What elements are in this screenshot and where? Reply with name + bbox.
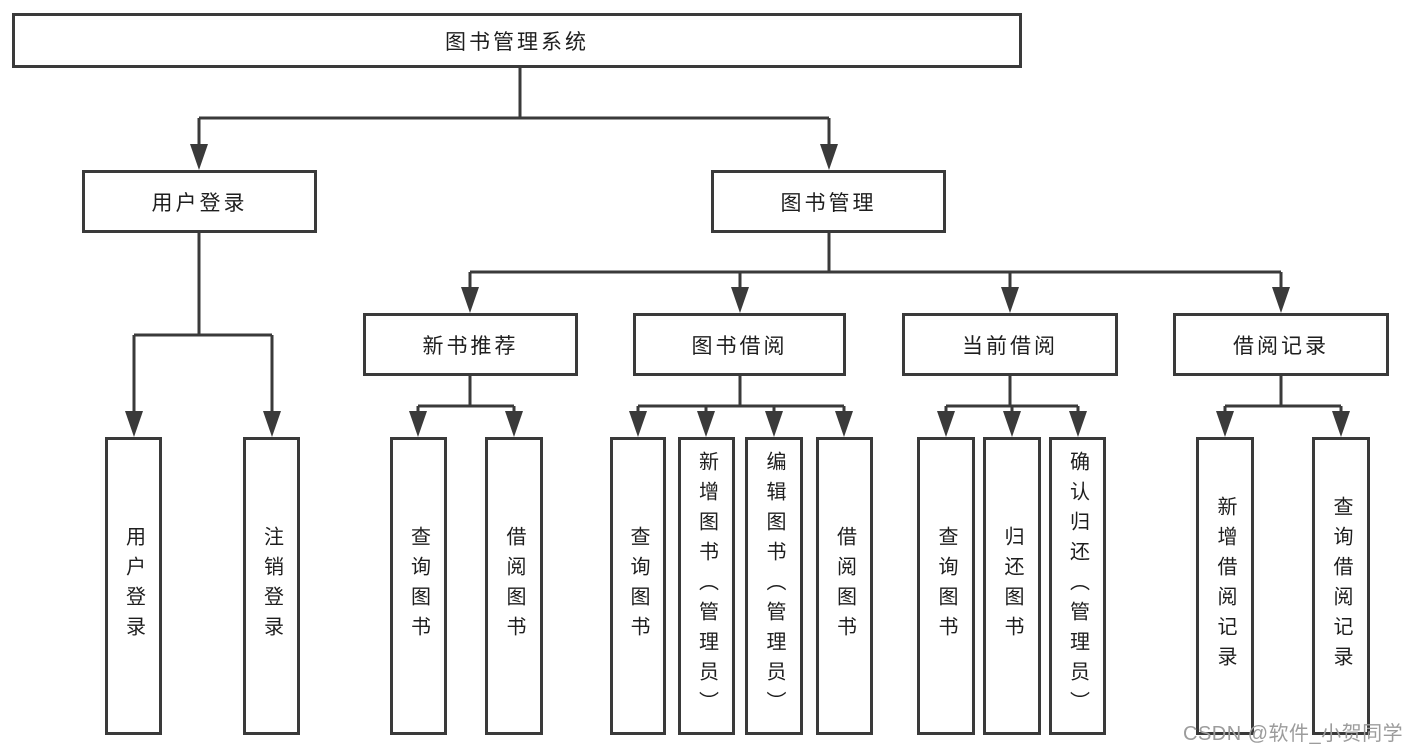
leaf-user-login: 用户登录 (105, 437, 162, 735)
leaf-add-book-admin: 新增图书（管理员） (678, 437, 735, 735)
leaf-query-borrow-record: 查询借阅记录 (1312, 437, 1370, 735)
leaf-edit-book-admin: 编辑图书（管理员） (745, 437, 803, 735)
leaf-borrow-books-1: 借阅图书 (485, 437, 543, 735)
leaf-borrow-books-2: 借阅图书 (816, 437, 873, 735)
node-root: 图书管理系统 (12, 13, 1022, 68)
leaf-logout: 注销登录 (243, 437, 300, 735)
leaf-query-books-1: 查询图书 (390, 437, 447, 735)
node-current-borrow: 当前借阅 (902, 313, 1118, 376)
node-borrow-records: 借阅记录 (1173, 313, 1389, 376)
node-user-login: 用户登录 (82, 170, 317, 233)
node-book-borrow: 图书借阅 (633, 313, 846, 376)
node-book-management: 图书管理 (711, 170, 946, 233)
watermark: CSDN @软件_小贺同学 (1183, 723, 1404, 745)
node-new-book-recommend: 新书推荐 (363, 313, 578, 376)
leaf-query-books-2: 查询图书 (610, 437, 666, 735)
leaf-confirm-return-admin: 确认归还（管理员） (1049, 437, 1106, 735)
leaf-return-books: 归还图书 (983, 437, 1041, 735)
leaf-add-borrow-record: 新增借阅记录 (1196, 437, 1254, 735)
leaf-query-books-3: 查询图书 (917, 437, 975, 735)
